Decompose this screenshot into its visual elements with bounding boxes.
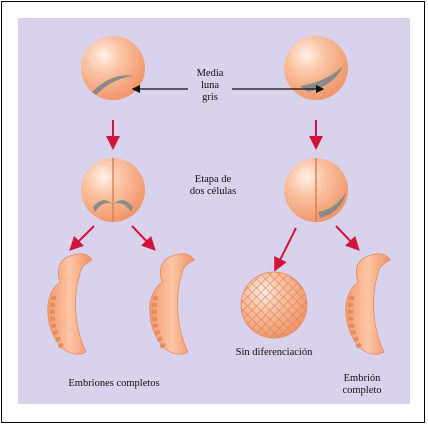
- arrow-diag-4: [335, 225, 360, 251]
- arrow-diag-2: [131, 225, 156, 251]
- arrow-diag-3: [274, 227, 297, 272]
- complete-embryo-label: Embrión completo: [342, 373, 382, 396]
- no-differentiation-label: Sin diferenciación: [235, 347, 313, 358]
- embryo-2: [149, 253, 195, 355]
- arrow-diag-1: [69, 225, 95, 251]
- zygote-right: [284, 36, 348, 100]
- zygote-left: [81, 36, 145, 100]
- undifferentiated-mass: [240, 271, 308, 339]
- two-cell-right: [284, 158, 348, 222]
- embryo-1: [47, 253, 93, 355]
- two-cell-stage-label: Etapa de dos células: [189, 174, 237, 197]
- two-cell-left: [81, 158, 145, 222]
- complete-embryos-label: Embriones completos: [68, 378, 160, 389]
- embryo-3: [345, 253, 391, 355]
- gray-crescent-label: Media luna gris: [188, 68, 232, 104]
